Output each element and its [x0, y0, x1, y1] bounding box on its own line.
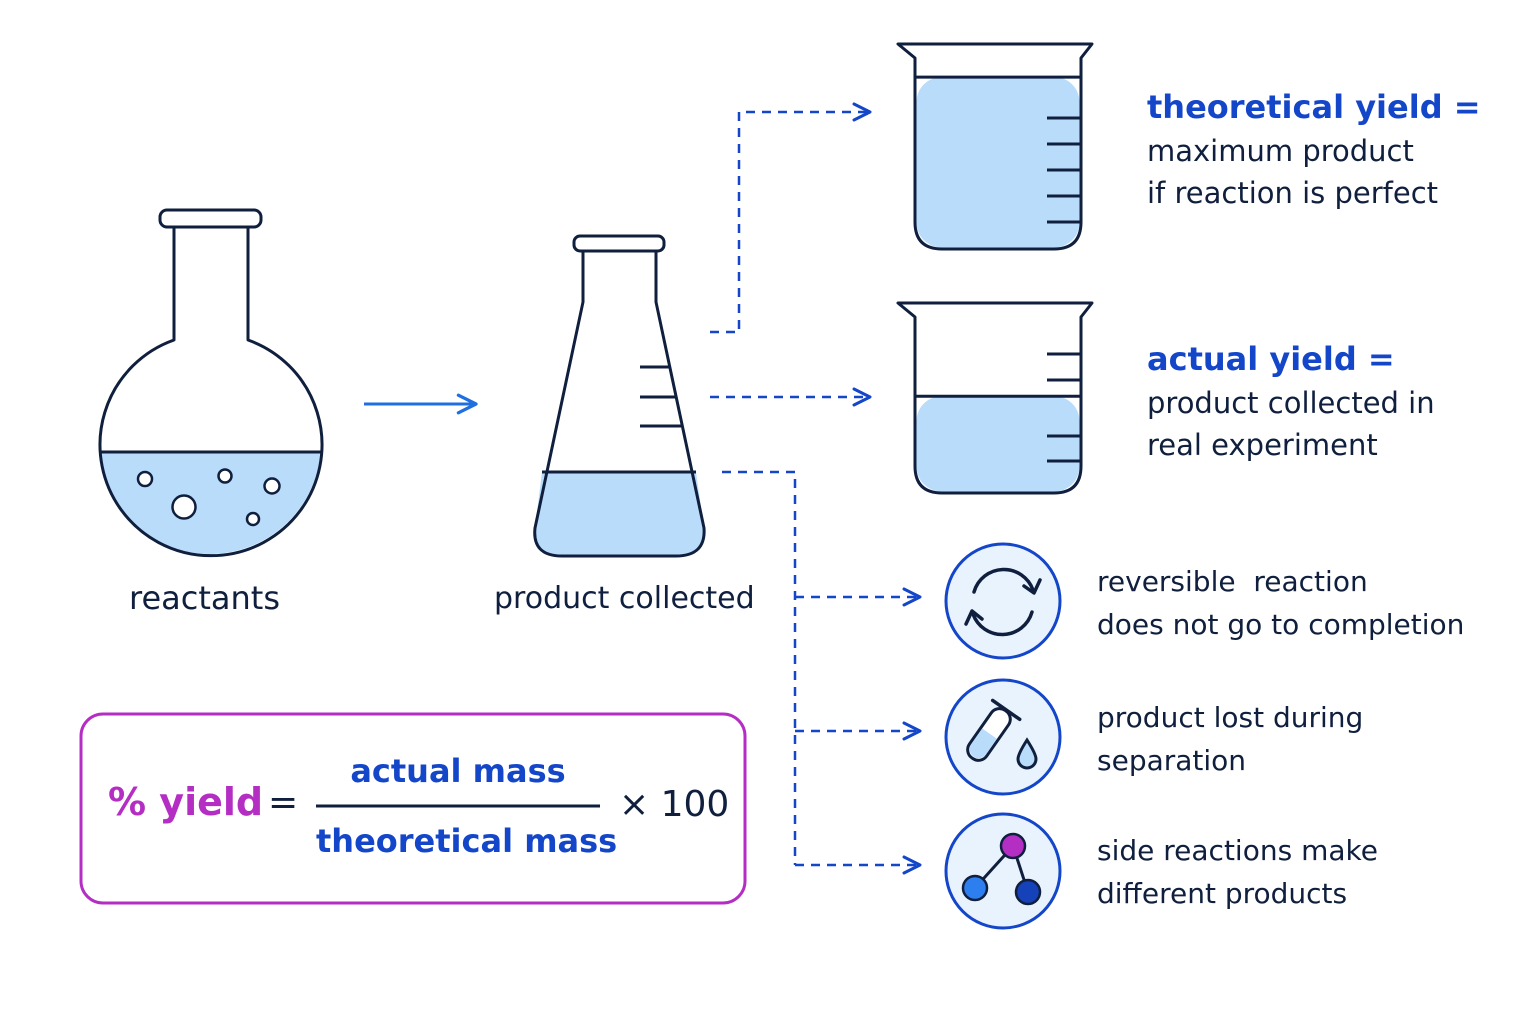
- connectors: [710, 102, 922, 875]
- beaker-actual-icon: [896, 301, 1094, 495]
- actual-yield-line2: real experiment: [1147, 428, 1378, 463]
- formula-box: [79, 712, 747, 905]
- actual-yield-title: actual yield =: [1147, 340, 1395, 378]
- formula-denominator: theoretical mass: [316, 822, 618, 860]
- actual-yield-line1: product collected in: [1147, 386, 1435, 421]
- product-collected-label: product collected: [494, 581, 755, 616]
- reason-side-reactions-line2: different products: [1097, 877, 1348, 911]
- actual-yield-text: actual yield = product collected in real…: [1147, 336, 1435, 466]
- formula-equals: =: [268, 782, 299, 823]
- reason-side-reactions-line1: side reactions make: [1097, 834, 1378, 867]
- reason-side-reactions-text: side reactions make different products: [1097, 829, 1378, 916]
- reason-reversible-line2: does not go to completion: [1097, 608, 1465, 642]
- reason-reversible-text: reversible reaction does not go to compl…: [1097, 560, 1464, 647]
- connector-theoretical: [710, 102, 872, 334]
- connector-reasons-trunk: [722, 470, 797, 865]
- flask-liquid: [99, 452, 321, 554]
- reason-separation-text: product lost during separation: [1097, 696, 1363, 783]
- beaker-theoretical-liquid: [916, 77, 1080, 248]
- theoretical-yield-title: theoretical yield =: [1147, 88, 1481, 126]
- beaker-theoretical-icon: [896, 42, 1094, 251]
- reactants-label: reactants: [129, 579, 280, 617]
- reversible-arrows-icon: [944, 542, 1062, 660]
- molecule-branch-icon: [944, 812, 1062, 930]
- formula-numerator: actual mass: [350, 752, 566, 790]
- reason-reversible-line1: reversible reaction: [1097, 565, 1368, 598]
- round-bottom-flask-icon: [98, 208, 324, 558]
- reason-separation-line2: separation: [1097, 744, 1247, 778]
- reason-separation-line1: product lost during: [1097, 701, 1364, 734]
- theoretical-yield-line2: if reaction is perfect: [1147, 176, 1439, 211]
- theoretical-yield-line1: maximum product: [1147, 134, 1414, 169]
- theoretical-yield-text: theoretical yield = maximum product if r…: [1147, 84, 1481, 214]
- erlenmeyer-flask-icon: [533, 234, 706, 558]
- beaker-actual-liquid: [916, 396, 1080, 492]
- formula-multiplier: × 100: [619, 784, 730, 825]
- test-tube-drop-icon: [944, 678, 1062, 796]
- formula-lhs: % yield: [108, 780, 264, 824]
- bubbles: [136, 468, 281, 527]
